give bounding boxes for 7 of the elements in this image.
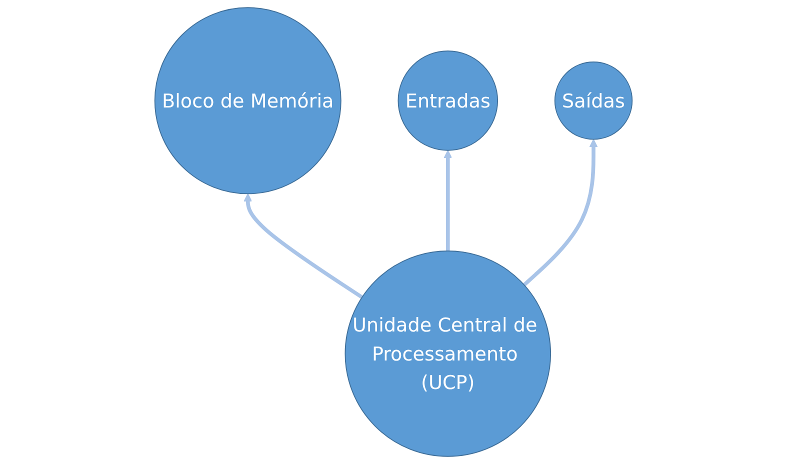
node-circle: Entradas [398, 50, 498, 151]
arrow [244, 193, 364, 299]
node-circle: Saídas [554, 62, 633, 140]
node-circle: Unidade Central de Processamento (UCP) [344, 250, 552, 457]
arrow [444, 150, 452, 251]
node-circle: Bloco de Memória [154, 7, 342, 194]
arrow [522, 138, 598, 286]
